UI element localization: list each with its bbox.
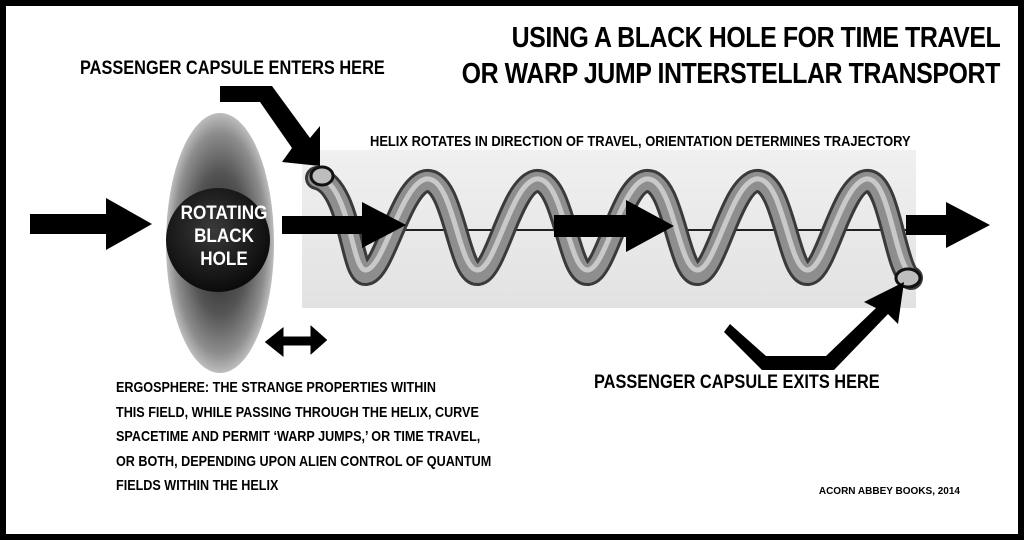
exit-label: PASSENGER CAPSULE EXITS HERE bbox=[594, 372, 880, 393]
entry-pointer-arrow bbox=[220, 86, 320, 166]
arrow-through-black-hole bbox=[282, 202, 406, 248]
ergosphere-description: ERGOSPHERE: THE STRANGE PROPERTIES WITHI… bbox=[116, 376, 491, 499]
ergosphere-text-line: THIS FIELD, WHILE PASSING THROUGH THE HE… bbox=[116, 403, 479, 421]
title-line-1: USING A BLACK HOLE FOR TIME TRAVEL bbox=[511, 22, 1000, 54]
exit-pointer-arrow bbox=[724, 282, 904, 370]
helix-caption: HELIX ROTATES IN DIRECTION OF TRAVEL, OR… bbox=[370, 133, 911, 150]
black-hole-label-line: BLACK bbox=[194, 226, 254, 247]
ergosphere-text-line: FIELDS WITHIN THE HELIX bbox=[116, 477, 279, 494]
black-hole bbox=[166, 188, 270, 292]
incoming-arrow bbox=[30, 198, 152, 250]
helix-exit-opening bbox=[894, 267, 922, 289]
helix-entry-opening bbox=[309, 165, 335, 187]
ergosphere-text-line: ERGOSPHERE: THE STRANGE PROPERTIES WITHI… bbox=[116, 379, 436, 396]
arrow-in-helix bbox=[554, 200, 674, 252]
black-hole-label-line: HOLE bbox=[200, 249, 248, 270]
ergosphere-double-arrow bbox=[263, 322, 329, 360]
black-hole-label-line: ROTATING bbox=[180, 203, 268, 224]
black-hole-label: ROTATING BLACK HOLE bbox=[170, 202, 278, 271]
credit-line: ACORN ABBEY BOOKS, 2014 bbox=[818, 486, 960, 497]
diagram-graphics bbox=[30, 86, 990, 373]
title-line-2: OR WARP JUMP INTERSTELLAR TRANSPORT bbox=[461, 58, 1001, 90]
ergosphere-text-line: OR BOTH, DEPENDING UPON ALIEN CONTROL OF… bbox=[116, 452, 492, 470]
ergosphere-text-line: SPACETIME AND PERMIT ‘WARP JUMPS,’ OR TI… bbox=[116, 428, 481, 445]
entry-label: PASSENGER CAPSULE ENTERS HERE bbox=[80, 58, 385, 79]
outgoing-arrow bbox=[906, 202, 990, 248]
diagram-canvas: USING A BLACK HOLE FOR TIME TRAVEL OR WA… bbox=[6, 6, 1018, 534]
